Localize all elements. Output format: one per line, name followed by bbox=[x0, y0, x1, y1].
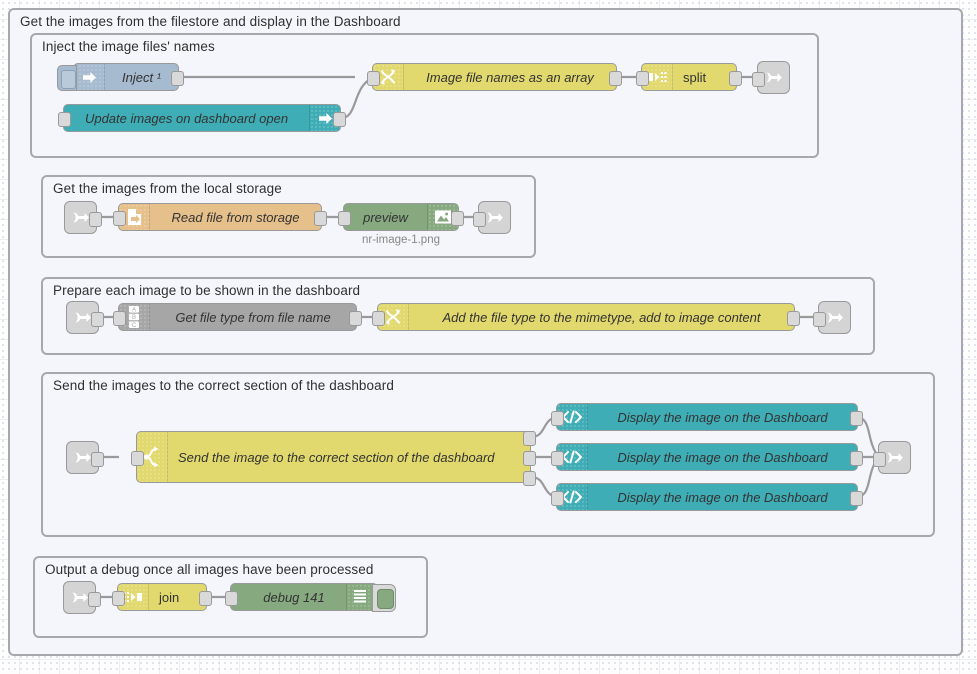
group-prepare-image-label: Prepare each image to be shown in the da… bbox=[53, 283, 361, 298]
node-add-mimetype-label: Add the file type to the mimetype, add t… bbox=[442, 309, 761, 325]
node-get-file-type[interactable]: A B C Get file type from file name bbox=[113, 303, 362, 331]
outer-group-label: Get the images from the filestore and di… bbox=[20, 14, 401, 29]
node-preview[interactable]: preview bbox=[338, 203, 464, 231]
link-out-icon bbox=[827, 312, 843, 323]
node-add-mimetype-input-port[interactable] bbox=[372, 311, 385, 326]
link-out-node-4-input-port[interactable] bbox=[873, 452, 886, 467]
link-in-node-3-output-port[interactable] bbox=[91, 312, 104, 327]
svg-text:B: B bbox=[132, 315, 136, 321]
node-debug-label: debug 141 bbox=[263, 589, 325, 605]
node-update-images-output-port[interactable] bbox=[333, 112, 346, 127]
link-out-node-3-input-port[interactable] bbox=[813, 312, 826, 327]
node-display-3-input-port[interactable] bbox=[551, 491, 564, 506]
group-inject[interactable]: Inject the image files' names bbox=[30, 33, 819, 158]
node-display-1-label: Display the image on the Dashboard bbox=[617, 409, 828, 425]
link-in-icon bbox=[75, 312, 91, 323]
link-out-node-1[interactable] bbox=[752, 61, 790, 94]
svg-text:C: C bbox=[132, 323, 137, 329]
node-display-3-output-port[interactable] bbox=[850, 491, 863, 506]
node-image-file-names-input-port[interactable] bbox=[367, 71, 380, 86]
inject-arrow-icon bbox=[74, 64, 105, 90]
inject-trigger-button[interactable] bbox=[57, 65, 77, 91]
node-get-file-type-output-port[interactable] bbox=[349, 311, 362, 326]
node-image-file-names-output-port[interactable] bbox=[609, 71, 622, 86]
link-in-node-4[interactable] bbox=[66, 441, 104, 474]
node-read-file-output-port[interactable] bbox=[314, 211, 327, 226]
svg-text:A: A bbox=[132, 307, 136, 313]
node-update-images[interactable]: Update images on dashboard open bbox=[58, 104, 346, 132]
node-update-images-label: Update images on dashboard open bbox=[84, 110, 289, 126]
group-local-storage-label: Get the images from the local storage bbox=[53, 181, 282, 196]
node-display-1-input-port[interactable] bbox=[551, 411, 564, 426]
link-out-node-2[interactable] bbox=[473, 201, 511, 234]
node-display-3-label: Display the image on the Dashboard bbox=[617, 489, 828, 505]
node-display-2-input-port[interactable] bbox=[551, 451, 564, 466]
node-read-file-input-port[interactable] bbox=[113, 211, 126, 226]
node-get-file-type-input-port[interactable] bbox=[113, 311, 126, 326]
node-split-input-port[interactable] bbox=[636, 71, 649, 86]
node-switch-section-label: Send the image to the correct section of… bbox=[178, 449, 495, 465]
link-in-node-2[interactable] bbox=[64, 201, 102, 234]
link-in-node-3[interactable] bbox=[66, 301, 104, 334]
node-preview-sublabel: nr-image-1.png bbox=[362, 234, 440, 246]
node-display-1[interactable]: Display the image on the Dashboard bbox=[551, 403, 863, 431]
link-in-node-4-output-port[interactable] bbox=[91, 452, 104, 467]
node-switch-section[interactable]: Send the image to the correct section of… bbox=[131, 431, 536, 486]
node-display-2[interactable]: Display the image on the Dashboard bbox=[551, 443, 863, 471]
link-in-node-5[interactable] bbox=[63, 581, 101, 614]
node-inject-output-port[interactable] bbox=[171, 71, 184, 86]
node-image-file-names-label: Image file names as an array bbox=[426, 69, 594, 85]
node-get-file-type-label: Get file type from file name bbox=[175, 309, 331, 325]
node-read-file-label: Read file from storage bbox=[171, 209, 300, 225]
node-inject-label: Inject ¹ bbox=[121, 69, 161, 85]
link-in-icon bbox=[75, 452, 91, 463]
node-join-output-port[interactable] bbox=[199, 591, 212, 606]
link-in-node-2-output-port[interactable] bbox=[89, 212, 102, 227]
node-display-3[interactable]: Display the image on the Dashboard bbox=[551, 483, 863, 511]
node-join[interactable]: join bbox=[112, 583, 212, 611]
node-switch-output-port-1[interactable] bbox=[523, 431, 536, 446]
node-add-mimetype[interactable]: Add the file type to the mimetype, add t… bbox=[372, 303, 800, 331]
node-update-images-input-port[interactable] bbox=[58, 112, 71, 127]
link-out-icon bbox=[487, 212, 503, 223]
link-in-node-5-output-port[interactable] bbox=[88, 592, 101, 607]
node-display-1-output-port[interactable] bbox=[850, 411, 863, 426]
node-preview-input-port[interactable] bbox=[338, 211, 351, 226]
node-join-input-port[interactable] bbox=[112, 591, 125, 606]
node-switch-input-port[interactable] bbox=[131, 451, 144, 466]
node-inject[interactable]: Inject ¹ bbox=[57, 63, 184, 91]
link-in-icon bbox=[72, 592, 88, 603]
node-display-2-label: Display the image on the Dashboard bbox=[617, 449, 828, 465]
node-add-mimetype-output-port[interactable] bbox=[787, 311, 800, 326]
node-debug[interactable]: debug 141 bbox=[225, 583, 396, 612]
group-send-images-label: Send the images to the correct section o… bbox=[53, 378, 394, 393]
node-split-label: split bbox=[683, 69, 707, 85]
link-out-node-2-input-port[interactable] bbox=[473, 212, 486, 227]
group-inject-label: Inject the image files' names bbox=[42, 39, 215, 54]
node-switch-output-port-2[interactable] bbox=[523, 451, 536, 466]
debug-lines-icon bbox=[346, 584, 373, 610]
link-out-node-4[interactable] bbox=[873, 441, 911, 474]
node-read-file[interactable]: Read file from storage bbox=[113, 203, 327, 231]
node-switch-output-port-3[interactable] bbox=[523, 471, 536, 486]
link-out-node-1-input-port[interactable] bbox=[752, 72, 765, 87]
debug-enable-toggle-button[interactable] bbox=[372, 584, 396, 612]
node-preview-label: preview bbox=[363, 209, 408, 225]
node-image-file-names[interactable]: Image file names as an array bbox=[367, 63, 622, 91]
link-out-icon bbox=[766, 72, 782, 83]
node-join-label: join bbox=[159, 589, 180, 605]
link-out-node-3[interactable] bbox=[813, 301, 851, 334]
node-split-output-port[interactable] bbox=[729, 71, 742, 86]
node-debug-input-port[interactable] bbox=[225, 591, 238, 606]
node-preview-output-port[interactable] bbox=[451, 211, 464, 226]
node-display-2-output-port[interactable] bbox=[850, 451, 863, 466]
link-in-icon bbox=[73, 212, 89, 223]
group-debug-output-label: Output a debug once all images have been… bbox=[45, 562, 374, 577]
link-out-icon bbox=[887, 452, 903, 463]
node-split[interactable]: split bbox=[636, 63, 742, 91]
file-icon bbox=[119, 204, 150, 230]
